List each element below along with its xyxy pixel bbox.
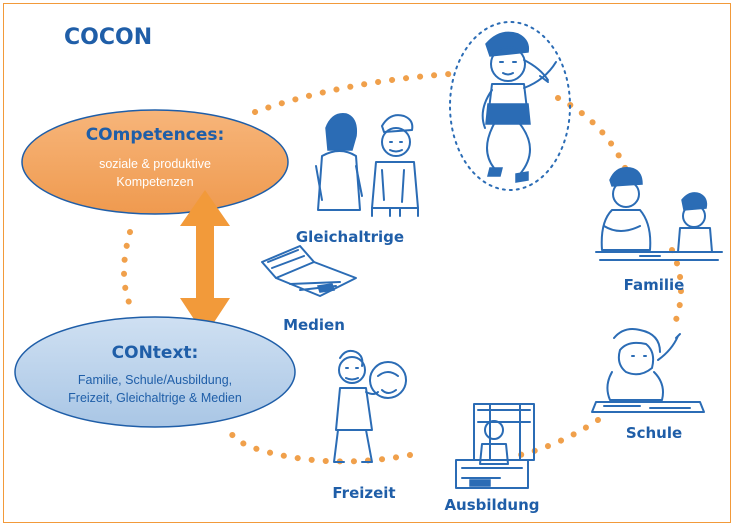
label-gleichaltrige: Gleichaltrige xyxy=(296,228,404,246)
double-arrow-icon xyxy=(180,190,230,336)
context-heading: CONtext: xyxy=(112,343,199,363)
competences-heading: COmpetences: xyxy=(86,125,225,145)
label-familie: Familie xyxy=(624,276,685,294)
context-line2: Freizeit, Gleichaltrige & Medien xyxy=(68,391,242,405)
leisure-icon xyxy=(333,349,407,463)
context-line1: Familie, Schule/Ausbildung, xyxy=(78,373,232,387)
peers-icon xyxy=(315,113,419,217)
family-icon xyxy=(595,167,723,261)
diagram-title: COCON xyxy=(64,25,152,50)
youth-figure-icon xyxy=(449,21,571,191)
diagram-frame xyxy=(3,3,731,523)
label-schule: Schule xyxy=(626,424,682,442)
label-freizeit: Freizeit xyxy=(332,484,395,502)
competences-ellipse xyxy=(21,109,289,215)
label-medien: Medien xyxy=(283,316,345,334)
competences-line2: Kompetenzen xyxy=(116,175,193,189)
context-ellipse xyxy=(14,316,296,428)
vocational-icon xyxy=(455,403,535,489)
media-icon xyxy=(261,245,357,297)
school-icon xyxy=(591,328,705,413)
label-ausbildung: Ausbildung xyxy=(444,496,539,514)
competences-line1: soziale & produktive xyxy=(99,157,211,171)
